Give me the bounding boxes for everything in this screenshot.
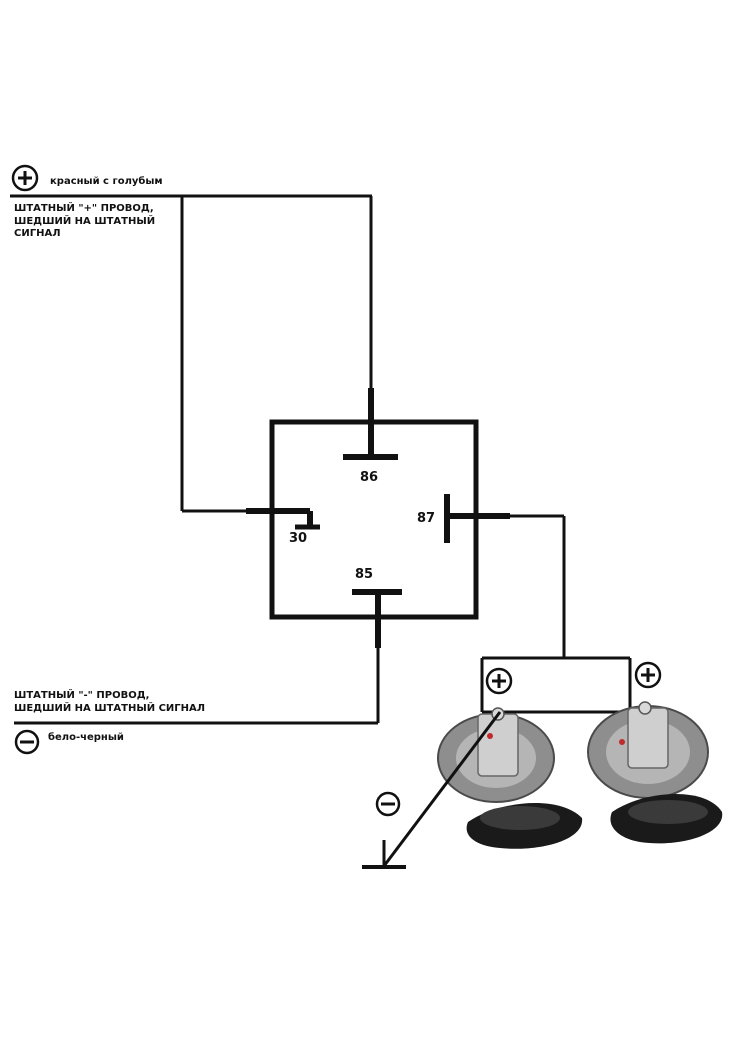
minus-circle-icon xyxy=(375,791,401,817)
supply-description: ШТАТНЫЙ "+" ПРОВОД, ШЕДШИЙ НА ШТАТНЫЙ СИ… xyxy=(14,203,156,239)
horn-ground-wire xyxy=(382,711,502,867)
pin-30-label: 30 xyxy=(289,531,308,546)
supply-wire-color-label: красный с голубым xyxy=(50,176,163,187)
plus-circle-icon xyxy=(634,661,662,689)
plus-circle-icon xyxy=(485,667,513,695)
minus-circle-icon xyxy=(14,729,40,755)
ground-wire-color-label: бело-черный xyxy=(48,732,124,743)
pin-87-label: 87 xyxy=(417,511,436,526)
plus-circle-icon xyxy=(11,164,39,192)
pin-85-label: 85 xyxy=(355,567,374,582)
horn-icon xyxy=(437,707,583,849)
pin-86-label: 86 xyxy=(360,470,379,485)
ground-description: ШТАТНЫЙ "-" ПРОВОД, ШЕДШИЙ НА ШТАТНЫЙ СИ… xyxy=(14,690,206,714)
horn-icon xyxy=(587,701,723,844)
